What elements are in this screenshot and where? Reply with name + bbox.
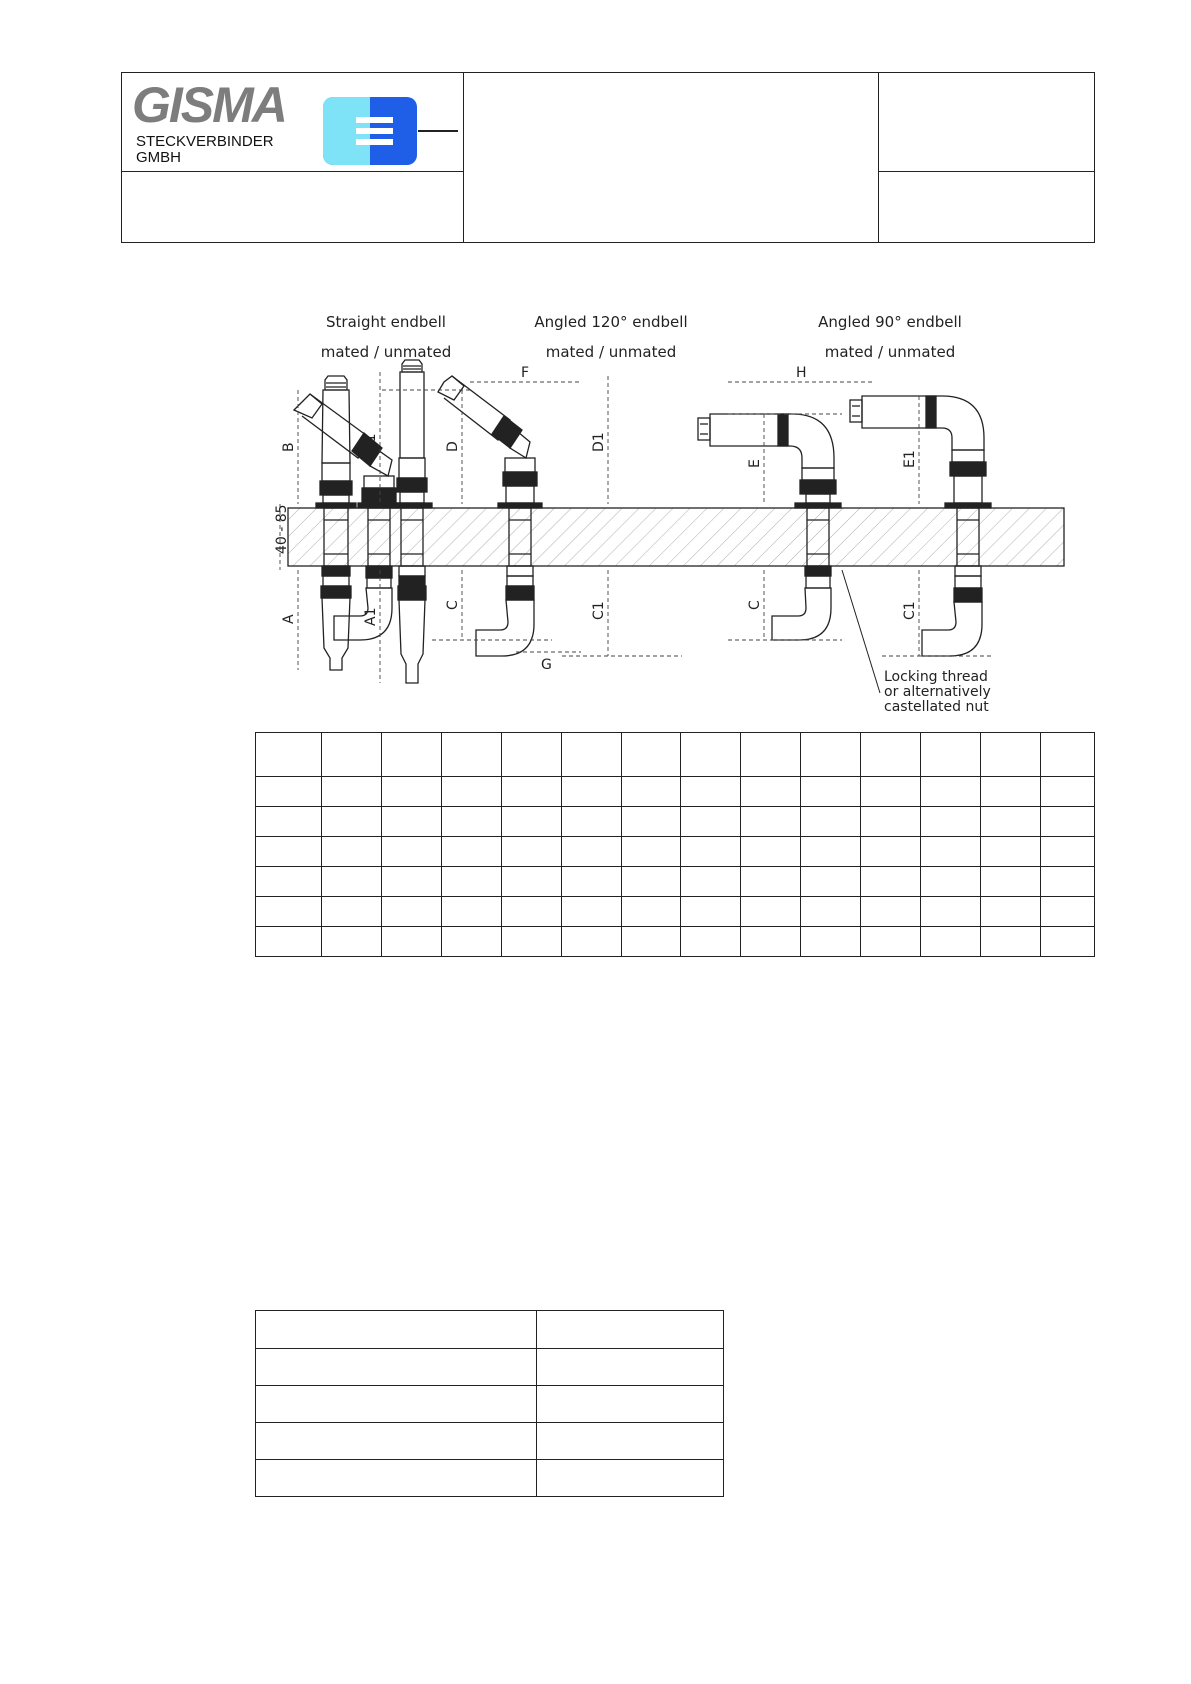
table-row <box>255 836 1096 867</box>
dim-h-label: H <box>796 365 807 381</box>
connector-dimension-drawing: 40 - 85 B A B1 A1 D C D1 C1 E C E1 C1 F … <box>274 359 1065 715</box>
caption-90-title: Angled 90° endbell <box>818 313 962 331</box>
header-frame <box>121 72 1095 243</box>
note-line1: Locking thread <box>884 669 988 685</box>
connector-angled-120-unmated <box>437 375 543 657</box>
table-row <box>255 926 1096 957</box>
table-row <box>255 806 1096 837</box>
header-divider <box>463 72 465 243</box>
caption-90-subtitle: mated / unmated <box>824 343 956 361</box>
bulkhead-plate <box>287 507 1065 567</box>
company-subtitle: STECKVERBINDER GMBH <box>136 134 274 166</box>
logo-rule <box>418 130 458 132</box>
dim-c-label: C <box>445 600 461 610</box>
table-row <box>254 1422 724 1460</box>
caption-straight-subtitle: mated / unmated <box>320 343 452 361</box>
table-row <box>255 732 1096 777</box>
dim-c-90-label: C <box>747 600 763 610</box>
caption-120-title: Angled 120° endbell <box>534 313 688 331</box>
caption-straight-title: Straight endbell <box>326 313 446 331</box>
table-row <box>254 1310 724 1349</box>
header-divider <box>121 171 463 173</box>
caption-120-subtitle: mated / unmated <box>545 343 677 361</box>
company-subtitle-line1: STECKVERBINDER <box>136 133 274 150</box>
dim-f-label: F <box>521 365 529 381</box>
dim-b1-label: B1 <box>363 433 379 452</box>
connector-straight-mated <box>315 375 357 671</box>
dimension-lines <box>279 372 992 683</box>
dim-d1-label: D1 <box>591 432 607 452</box>
connector-angled-90-unmated <box>849 395 992 657</box>
dimension-table <box>255 732 1096 957</box>
dim-c1-label: C1 <box>591 601 607 620</box>
dim-d-label: D <box>445 441 461 452</box>
dim-e1-label: E1 <box>902 450 918 468</box>
table-row <box>254 1385 724 1423</box>
dim-g-label: G <box>541 657 552 673</box>
table-row <box>254 1348 724 1386</box>
header-divider <box>878 171 1095 173</box>
dim-a-label: A <box>281 614 297 624</box>
table-row <box>255 866 1096 897</box>
dim-a1-label: A1 <box>363 608 379 626</box>
company-subtitle-line2: GMBH <box>136 149 181 166</box>
company-logo-text: GISMA <box>132 77 288 133</box>
dim-c1-90-label: C1 <box>902 601 918 620</box>
dim-e-label: E <box>747 459 763 468</box>
note-line3: castellated nut <box>884 699 989 715</box>
dim-range-label: 40 - 85 <box>274 504 290 554</box>
header-divider <box>878 72 880 243</box>
gisma-connector-logo-icon <box>323 97 417 165</box>
table-row <box>255 776 1096 807</box>
table-row <box>254 1459 724 1497</box>
note-leader <box>841 569 881 694</box>
note-line2: or alternatively <box>884 684 991 700</box>
table-row <box>255 896 1096 927</box>
dim-b-label: B <box>281 442 297 452</box>
connector-angled-120-mated <box>292 393 401 641</box>
lower-table <box>254 1310 724 1497</box>
